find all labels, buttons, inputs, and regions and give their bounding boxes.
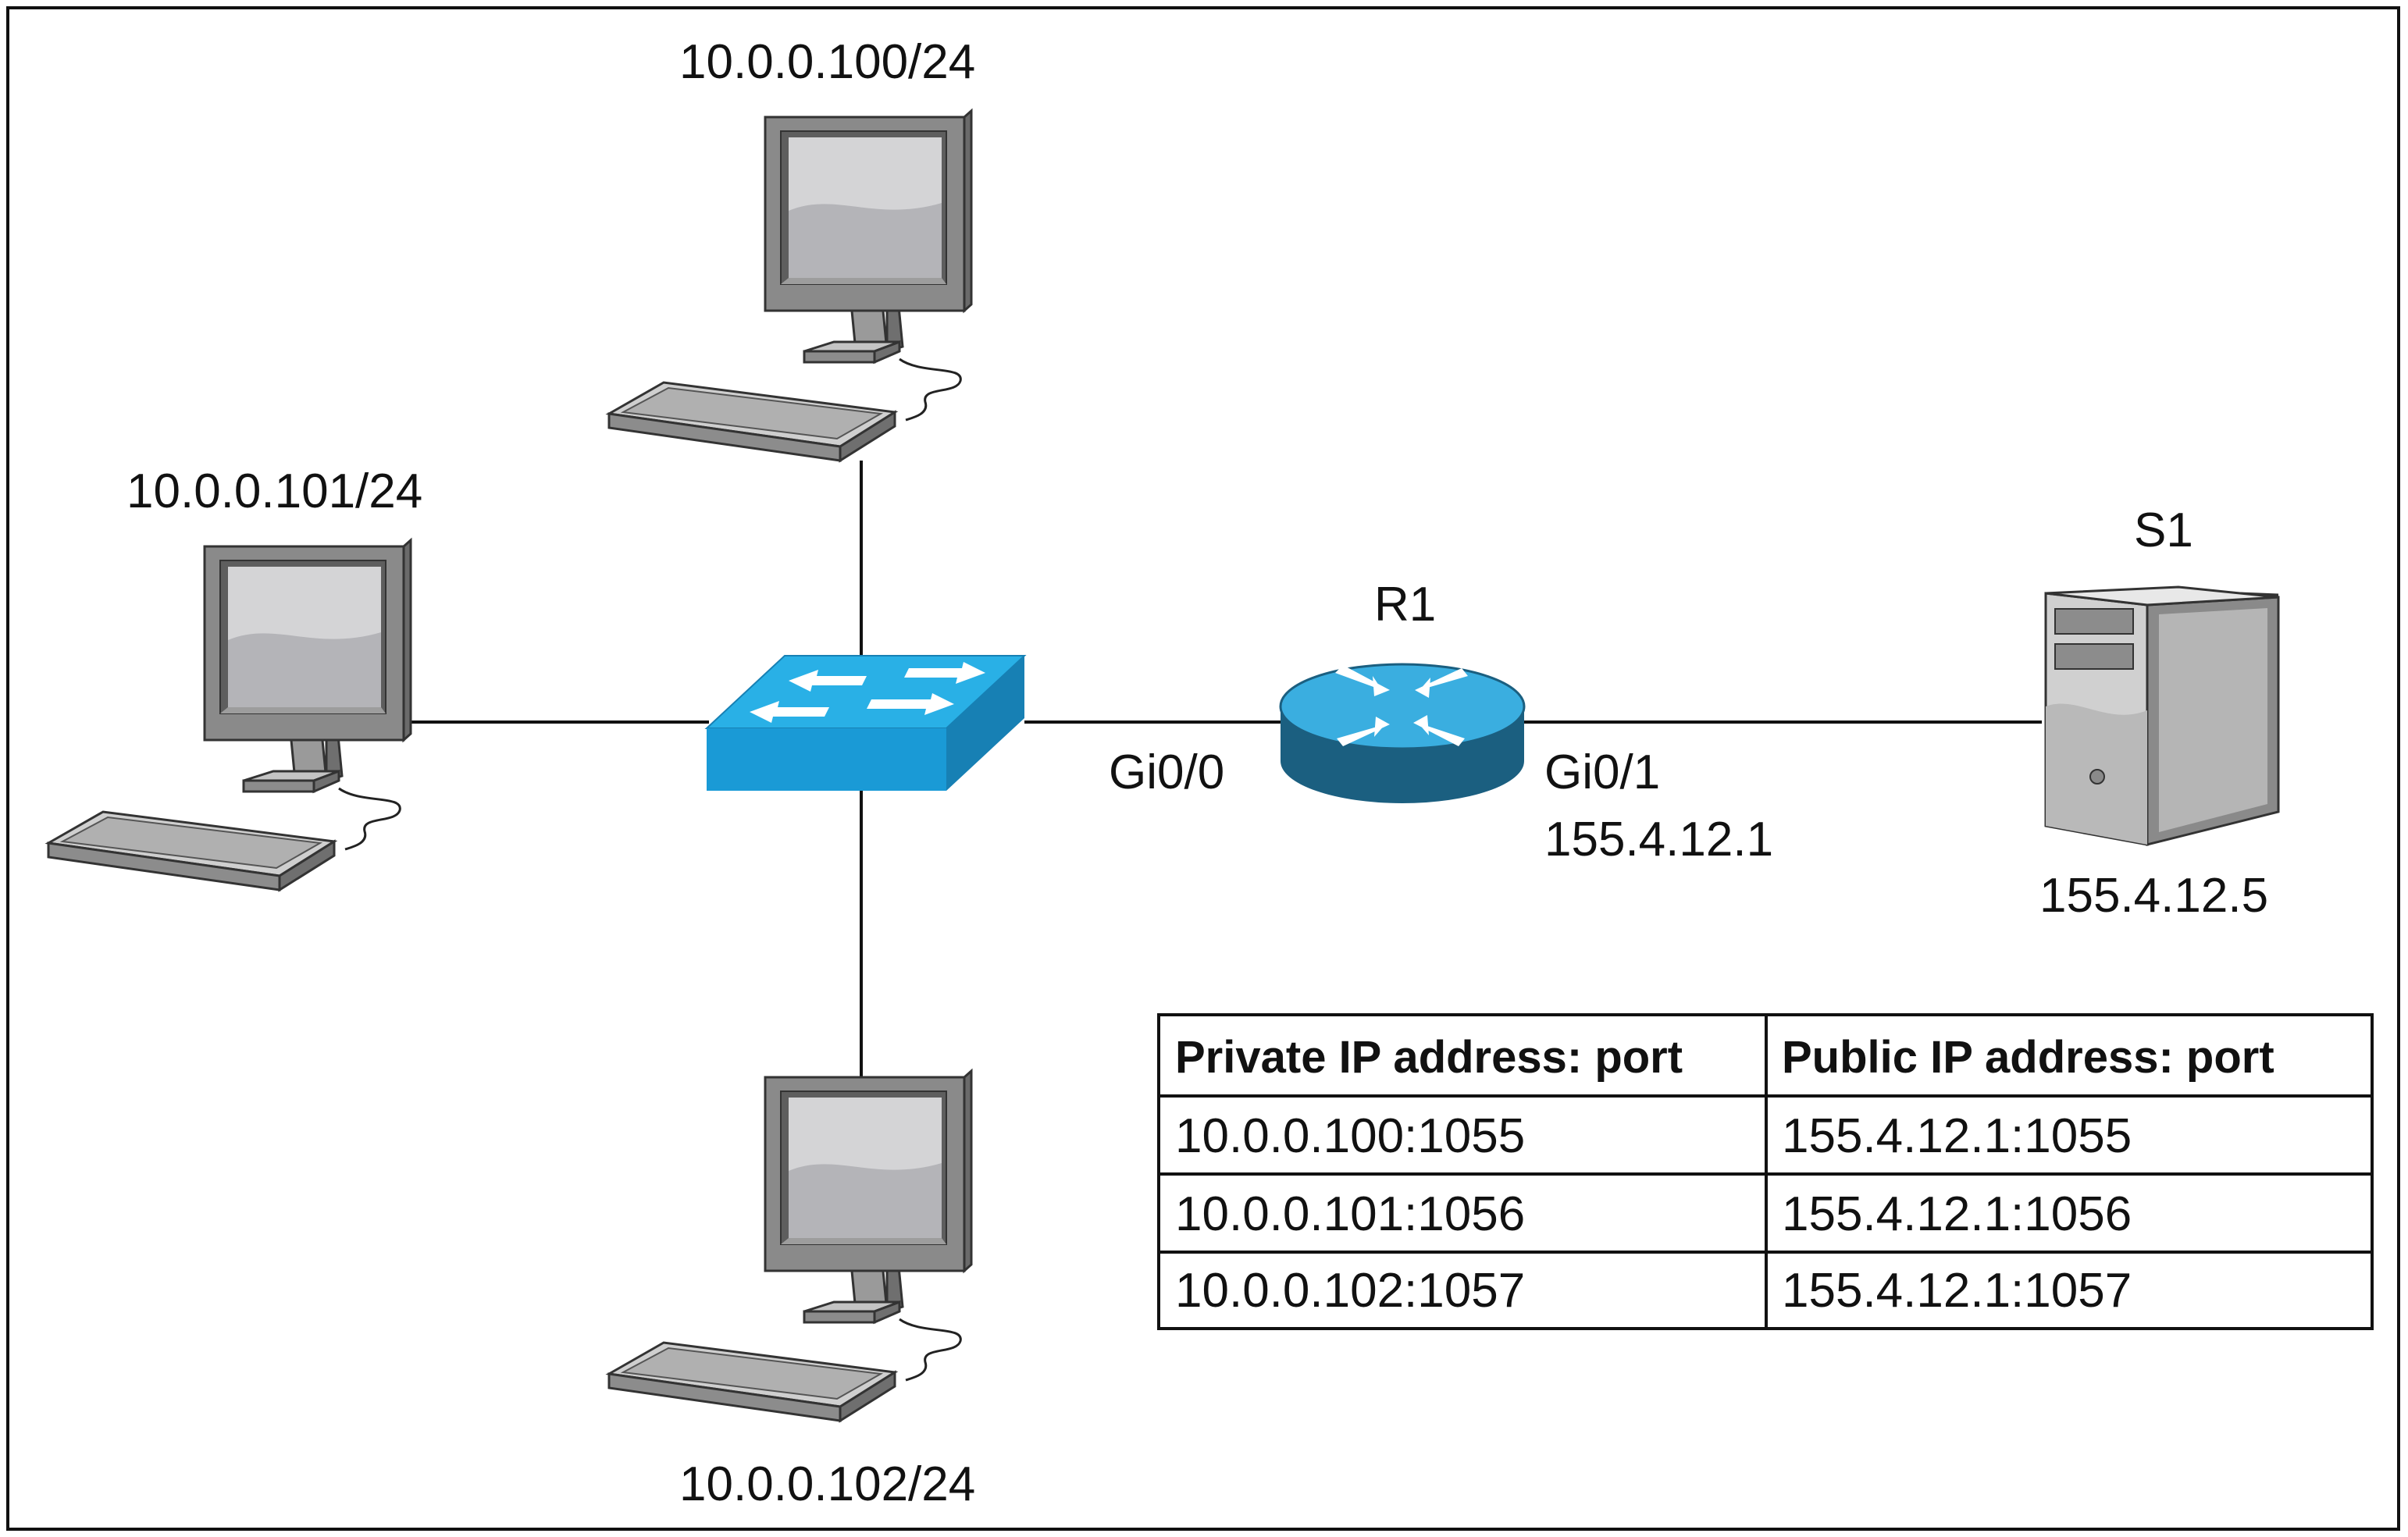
pc-left-icon [47,539,412,891]
nat-header-private: Private IP address: port [1175,1032,1683,1083]
pc-bottom-ip-label: 10.0.0.102/24 [679,1457,975,1511]
nat-row1-private: 10.0.0.100:1055 [1175,1109,1525,1163]
nat-header-public: Public IP address: port [1782,1032,2274,1083]
router-gi01-label: Gi0/1 [1544,745,1660,799]
server-ip-label: 155.4.12.5 [2039,869,2268,923]
switch-icon [704,655,1027,791]
nat-row2-public: 155.4.12.1:1056 [1782,1187,2132,1241]
nat-row3-public: 155.4.12.1:1057 [1782,1264,2132,1318]
server-name-label: S1 [2134,503,2193,557]
nat-row2-private: 10.0.0.101:1056 [1175,1187,1525,1241]
server-icon [2044,585,2280,846]
nat-table [1157,1013,2374,1330]
router-name-label: R1 [1374,578,1436,632]
nat-row3-private: 10.0.0.102:1057 [1175,1264,1525,1318]
diagram-border [6,6,2400,1531]
pc-left-ip-label: 10.0.0.101/24 [126,464,422,518]
pc-top-icon [607,109,973,462]
router-outside-ip-label: 155.4.12.1 [1544,813,1773,866]
network-links [404,461,2042,1077]
nat-row1-public: 155.4.12.1:1055 [1782,1109,2132,1163]
pc-bottom-icon [607,1069,973,1422]
router-gi00-label: Gi0/0 [1109,745,1224,799]
pc-top-ip-label: 10.0.0.100/24 [679,35,975,89]
router-icon [1279,663,1526,803]
